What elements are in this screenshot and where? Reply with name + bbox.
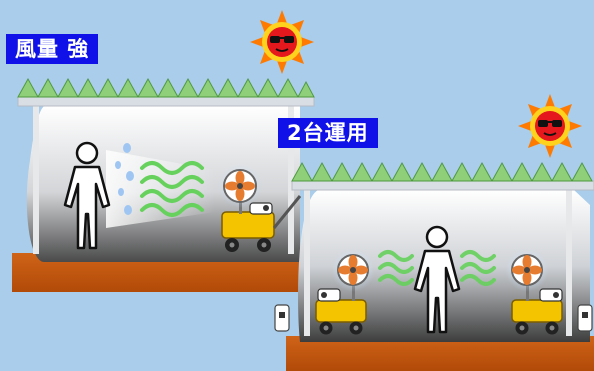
panel-two-fans <box>274 94 594 371</box>
panel-label-single: 風量 強 <box>6 34 99 64</box>
floor <box>286 336 594 371</box>
roof-triangles <box>291 161 593 182</box>
fan-cart-group <box>218 164 302 252</box>
fan-cart-group <box>315 248 375 335</box>
tent-pole <box>566 186 572 336</box>
panel-single-fan <box>12 10 315 292</box>
cart-icon <box>315 299 367 323</box>
mist-droplets <box>115 143 134 215</box>
cart-icon <box>221 211 275 239</box>
tent-roof <box>17 96 315 107</box>
wind-icon <box>378 250 414 286</box>
sun-icon <box>518 94 582 158</box>
tent-pole <box>33 102 39 254</box>
control-box-icon <box>274 304 290 332</box>
panel-label-double: 2台運用 <box>278 118 378 148</box>
sunglasses-icon <box>270 36 294 43</box>
fan-icon <box>337 254 369 286</box>
person-icon <box>413 225 461 334</box>
fan-cart-group <box>505 248 563 335</box>
control-box-icon <box>577 304 593 332</box>
fan-icon <box>511 254 543 286</box>
tent-pole <box>288 102 294 254</box>
cart-icon <box>511 299 563 323</box>
wind-icon <box>140 161 204 217</box>
person-icon <box>63 141 111 250</box>
tent-roof <box>291 180 594 191</box>
wind-icon <box>460 250 496 286</box>
floor <box>12 253 302 292</box>
sunglasses-icon <box>538 120 562 127</box>
mist-icon <box>106 150 215 228</box>
roof-triangles <box>17 77 315 98</box>
tent-pole <box>304 186 310 336</box>
fan-icon <box>223 169 257 203</box>
sun-icon <box>250 10 314 74</box>
